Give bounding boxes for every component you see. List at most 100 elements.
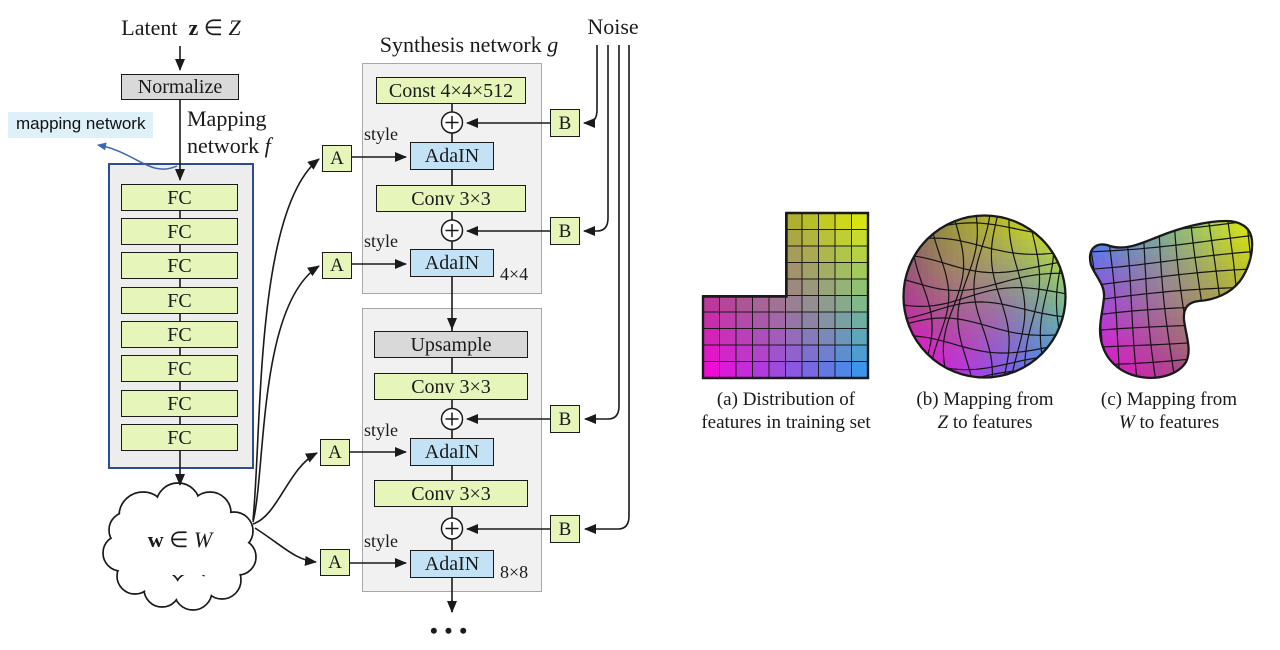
a-label: A: [328, 442, 342, 463]
synthesis-network-title: Synthesis network g: [344, 32, 594, 58]
resolution-label-8x8: 8×8: [500, 562, 528, 583]
b-box-3: B: [550, 405, 580, 433]
adain-box-2: AdaIN: [410, 249, 494, 277]
b-label: B: [558, 220, 572, 242]
const-box: Const 4×4×512: [376, 77, 526, 104]
style-label-2: style: [364, 231, 398, 252]
caption-a-line2: features in training set: [701, 412, 871, 433]
panel-a-outline: [701, 211, 870, 380]
fc-label: FC: [167, 392, 192, 415]
fc-label: FC: [167, 254, 192, 277]
b-box-2: B: [550, 217, 580, 245]
b-box-1: B: [550, 109, 580, 137]
mapping-title-line2: network: [187, 133, 260, 158]
adain-label: AdaIN: [424, 441, 480, 463]
panel-a-grid: [702, 212, 869, 379]
caption-c-rest: to features: [1139, 412, 1220, 433]
a-label: A: [330, 148, 344, 169]
caption-c-line1: (c) Mapping from: [1100, 389, 1238, 410]
upsample-label: Upsample: [410, 333, 492, 356]
fc-box-4: FC: [121, 287, 238, 314]
w-symbol: w: [147, 527, 164, 552]
latent-space-symbol: Z: [228, 15, 241, 40]
latent-z: z: [188, 15, 199, 40]
upsample-box: Upsample: [374, 331, 528, 358]
adain-label: AdaIN: [424, 252, 480, 274]
noise-line-3: [584, 45, 620, 424]
add-noise-plus-icon: [440, 111, 464, 134]
fc-box-5: FC: [121, 321, 238, 348]
normalize-label: Normalize: [137, 76, 223, 98]
panel-b-outline: [902, 214, 1067, 379]
fc-label: FC: [167, 426, 192, 449]
plus-icons: [440, 111, 464, 540]
fc-label: FC: [167, 357, 192, 380]
caption-a: (a) Distribution of features in training…: [681, 388, 891, 434]
a-box-4: A: [320, 549, 350, 576]
res-8-text: 8×8: [500, 562, 529, 582]
cloud-shape: [102, 482, 257, 611]
a-box-3: A: [320, 439, 350, 466]
a-label: A: [330, 255, 344, 276]
fc-box-8: FC: [121, 424, 238, 451]
resolution-label-4x4: 4×4: [500, 264, 528, 285]
res-4-text: 4×4: [500, 264, 529, 284]
b-box-4: B: [550, 515, 580, 543]
style-label-3: style: [364, 420, 398, 441]
synthesis-title-text: Synthesis network: [379, 32, 542, 57]
ellipsis-text: •••: [429, 618, 475, 643]
add-noise-plus-icon: [440, 219, 464, 242]
adain-label: AdaIN: [424, 553, 480, 575]
add-noise-plus-icon: [440, 517, 464, 540]
curve-cloud-a4: [254, 527, 317, 566]
latent-prefix: Latent: [121, 15, 178, 40]
caption-b-line1: (b) Mapping from: [916, 389, 1054, 410]
fc-box-3: FC: [121, 252, 238, 279]
latent-label: Latent z ∈ Z: [90, 15, 272, 41]
noise-line-1: [583, 45, 598, 128]
noise-line-4: [584, 45, 630, 534]
fc-label: FC: [167, 289, 192, 312]
fc-box-1: FC: [121, 184, 238, 211]
noise-text: Noise: [587, 14, 639, 39]
conv-box-2: Conv 3×3: [374, 373, 528, 400]
mapping-network-container: [108, 163, 254, 469]
b-label: B: [558, 112, 572, 134]
fc-label: FC: [167, 220, 192, 243]
ellipsis: •••: [417, 618, 487, 644]
style-text: style: [364, 231, 398, 251]
annotation-text: mapping network: [16, 114, 146, 133]
curve-cloud-a2: [252, 265, 320, 523]
panel-c-colormap: [1090, 221, 1253, 378]
fc-label: FC: [167, 186, 192, 209]
mapping-network-annotation: mapping network: [8, 112, 154, 138]
panel-c-outline: [1088, 219, 1254, 379]
caption-b-space-symbol: Z: [937, 412, 949, 433]
conv-label: Conv 3×3: [411, 375, 491, 398]
conv-box-1: Conv 3×3: [376, 185, 526, 212]
normalize-box: Normalize: [121, 74, 239, 100]
a-box-1: A: [322, 145, 352, 172]
add-noise-plus-icon: [440, 407, 464, 431]
conv-label: Conv 3×3: [411, 187, 491, 210]
caption-c-space-symbol: W: [1118, 412, 1135, 433]
adain-label: AdaIN: [424, 145, 480, 167]
const-label: Const 4×4×512: [388, 79, 514, 102]
style-text: style: [364, 124, 398, 144]
curve-cloud-a3: [252, 452, 318, 525]
style-text: style: [364, 531, 398, 551]
caption-c: (c) Mapping from W to features: [1064, 388, 1274, 434]
mapping-f-symbol: f: [264, 133, 271, 158]
fc-box-7: FC: [121, 390, 238, 417]
mapping-network-title: Mapping network f: [187, 105, 271, 159]
synthesis-g-symbol: g: [547, 32, 559, 57]
b-label: B: [558, 408, 572, 430]
adain-box-3: AdaIN: [410, 438, 494, 466]
conv-label: Conv 3×3: [411, 482, 491, 505]
cloud-w-label: w ∈ W: [130, 527, 230, 553]
fc-box-6: FC: [121, 355, 238, 382]
conv-box-3: Conv 3×3: [374, 480, 528, 507]
w-space-symbol: W: [193, 527, 213, 552]
noise-line-2: [583, 45, 609, 236]
